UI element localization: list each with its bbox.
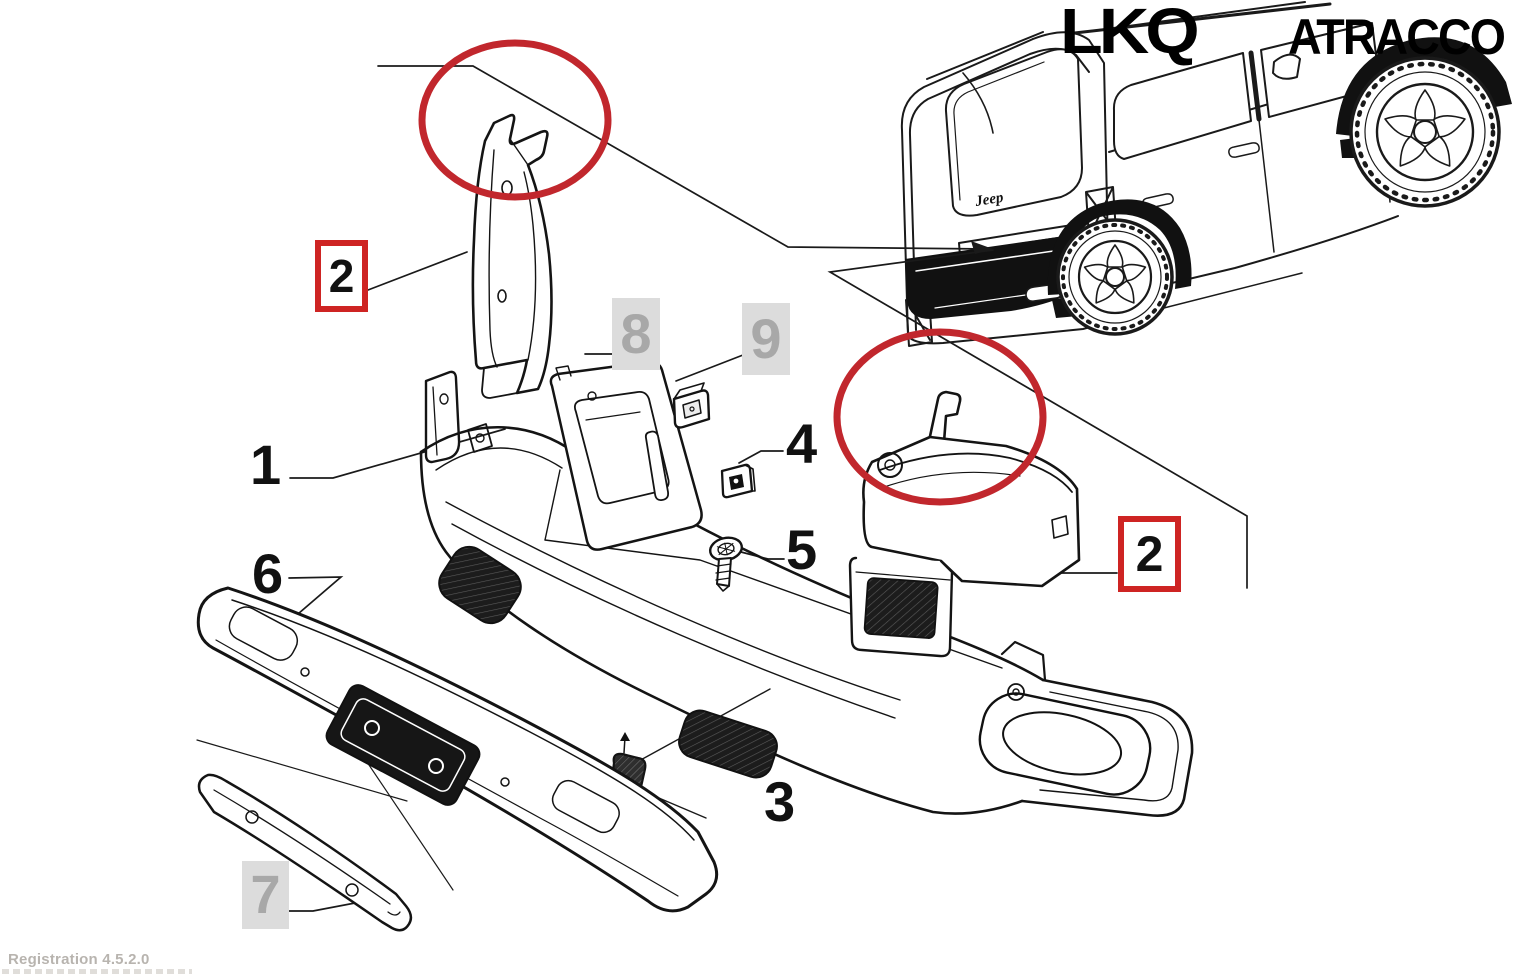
car-mirror	[1272, 53, 1301, 80]
bracket-recess	[863, 577, 939, 639]
car-rear-arch-dark	[1047, 199, 1192, 295]
callout-part-4: 4	[786, 412, 818, 475]
rear-wheel-icon	[1056, 218, 1174, 336]
skid-plate-dark-trim	[325, 684, 481, 806]
lkq-logo: LKQ	[1060, 0, 1200, 67]
car-jeep-badge: Jeep	[973, 190, 1005, 210]
callout-part-2-right: 2	[1118, 516, 1181, 592]
car-illustration: Jeep	[900, 1, 1512, 347]
leader-callout4	[738, 450, 784, 464]
bumper-grille-right	[678, 709, 778, 779]
car-side-window-1	[1112, 52, 1252, 160]
bumper-grille-left	[438, 545, 522, 625]
car-front-arch-dark	[1336, 37, 1512, 137]
bumper-right-end	[1020, 678, 1194, 817]
highlight-circle-left	[418, 39, 612, 201]
leader-part7-aux-1	[196, 739, 408, 802]
bumper-tow-recess	[978, 692, 1152, 796]
bumper-bottom-edge	[419, 450, 1024, 815]
leader-callout2-left	[367, 251, 468, 291]
callout-part-3: 3	[764, 770, 796, 833]
bumper-top-edge	[419, 425, 576, 454]
part-7-trim-strip	[197, 773, 413, 932]
car-roof-rail	[1046, 2, 1332, 38]
car-rocker-line	[1151, 272, 1303, 312]
callout-part-5: 5	[786, 518, 818, 581]
part-4-clip	[720, 463, 756, 499]
part-8-license-panel	[549, 360, 703, 551]
clipped-text-row	[2, 969, 192, 974]
car-body-bottom	[1108, 215, 1399, 299]
car-door-handle-2	[1228, 142, 1260, 158]
car-rear-wiper	[962, 72, 994, 134]
leader-callout5	[740, 551, 785, 560]
atracco-logo: ATRACCO	[1288, 9, 1506, 65]
part-2-right-bracket	[848, 390, 1081, 658]
callout-part-2-left: 2	[315, 240, 368, 312]
car-rear-window	[944, 48, 1083, 217]
highlight-circle-right	[833, 328, 1047, 506]
part-6-skid-plate	[196, 586, 719, 913]
front-wheel-icon	[1349, 56, 1501, 208]
leader-part7-aux-2	[366, 761, 454, 891]
leader-callout1	[289, 428, 506, 479]
highlight-circles	[418, 39, 1047, 506]
part-2-left-bracket	[471, 113, 553, 399]
car-b-pillar	[1248, 50, 1262, 122]
registration-version-text: Registration 4.5.2.0	[8, 951, 150, 968]
part-1-bumper-cover	[419, 370, 1194, 817]
car-rear-window-inner	[953, 61, 1045, 201]
leader-callout9	[675, 354, 744, 382]
callout-part-9: 9	[742, 303, 790, 375]
bumper-left-cap	[424, 370, 461, 464]
part-5-screw	[708, 536, 744, 592]
part-9-small-bracket	[672, 382, 711, 429]
callout-part-6: 6	[252, 542, 284, 605]
exploded-parts	[196, 113, 1194, 932]
callout-part-1: 1	[250, 433, 282, 496]
bumper-corner-tab	[1000, 640, 1047, 682]
callout-part-7: 7	[242, 861, 289, 929]
callout-part-8: 8	[612, 298, 660, 370]
leader-part2-left-to-car	[377, 65, 989, 250]
leader-arrowhead	[971, 241, 993, 254]
